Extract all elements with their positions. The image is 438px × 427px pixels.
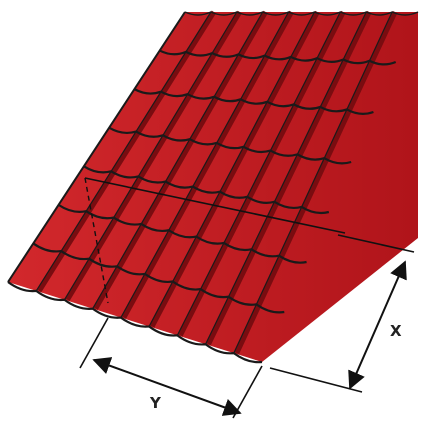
tile-course-edge <box>133 88 374 115</box>
tile-course-edge <box>83 165 330 215</box>
rib-shadow <box>234 10 398 355</box>
extension-line-right <box>232 365 263 419</box>
rib-line <box>63 11 238 301</box>
rib-shadow <box>206 10 372 346</box>
rib-line <box>120 11 290 318</box>
rib-shadow <box>93 10 268 310</box>
tile-course-edge <box>7 281 263 364</box>
tile-course-edge <box>57 203 307 264</box>
dimension-arrow-y <box>92 357 242 416</box>
extension-line-top <box>337 234 415 253</box>
roof-sheet <box>8 12 418 362</box>
rib-shadow <box>149 10 320 328</box>
rib-line <box>176 11 341 336</box>
rib-line <box>148 11 315 327</box>
tile-ribs <box>35 10 398 355</box>
rib-shadow <box>37 10 217 293</box>
tile-course-edge <box>184 11 419 16</box>
tile-courses <box>7 11 419 364</box>
rib-line <box>233 11 393 354</box>
extension-line-left <box>79 317 109 369</box>
rib-shadow <box>178 10 346 337</box>
rib-line <box>205 11 367 345</box>
extension-line-bottom <box>269 367 363 393</box>
dimension-label-x: X <box>390 322 402 340</box>
tile-course-edge <box>159 49 397 66</box>
section-line-dashed <box>84 177 109 304</box>
section-line-horizontal <box>84 177 346 234</box>
dimension-arrow-x <box>348 260 407 390</box>
rib-line <box>92 11 264 309</box>
rib-shadow <box>121 10 294 319</box>
sheet-outline <box>7 11 186 283</box>
dimension-label-y: Y <box>149 394 162 412</box>
tile-course-edge <box>32 242 285 314</box>
tile-course-edge <box>108 126 352 165</box>
rib-line <box>35 11 212 292</box>
rib-shadow <box>65 10 242 302</box>
